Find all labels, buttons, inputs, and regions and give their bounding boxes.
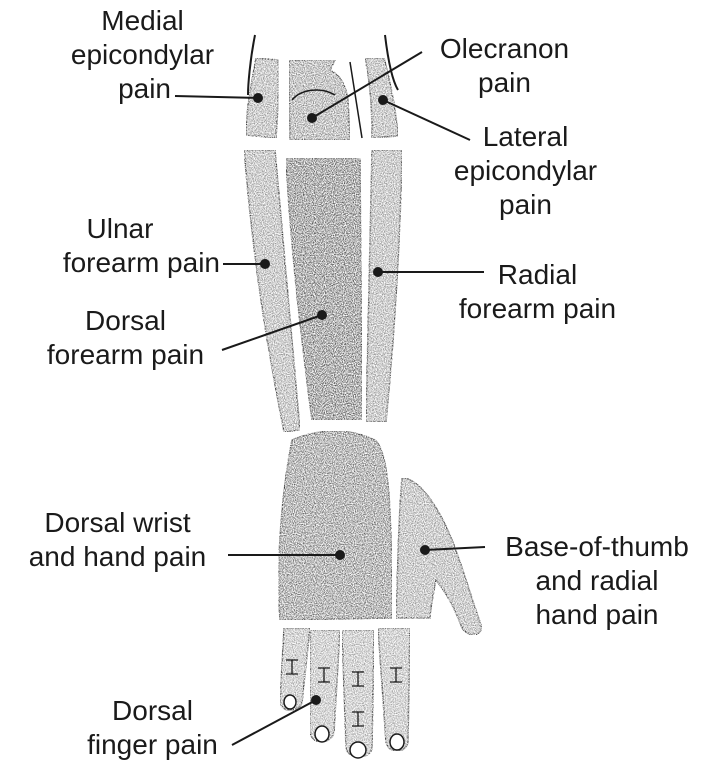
- label-line: Olecranon: [422, 32, 587, 66]
- dorsal-wrist-hand-area: [279, 431, 392, 620]
- label-line: Dorsal: [70, 694, 235, 728]
- label-radial-forearm: Radial forearm pain: [440, 258, 635, 326]
- finger-ring: [310, 630, 340, 742]
- label-line: epicondylar: [433, 154, 618, 188]
- label-line: finger pain: [70, 728, 235, 762]
- finger-middle: [342, 630, 374, 757]
- forearm-region: [244, 150, 402, 432]
- dorsal-forearm-area: [286, 158, 362, 420]
- radial-forearm-area: [366, 150, 402, 422]
- label-line: Dorsal wrist: [10, 506, 225, 540]
- base-of-thumb-area: [396, 478, 482, 635]
- label-lateral-epicondylar: Lateral epicondylar pain: [433, 120, 618, 222]
- label-line: Base-of-thumb: [486, 530, 708, 564]
- label-line: Ulnar: [20, 212, 220, 246]
- label-line: Dorsal: [28, 304, 223, 338]
- label-medial-epicondylar: Medial epicondylar pain: [50, 4, 235, 106]
- label-line: pain: [433, 188, 618, 222]
- label-dorsal-finger: Dorsal finger pain: [70, 694, 235, 762]
- label-dorsal-wrist-hand: Dorsal wrist and hand pain: [10, 506, 225, 574]
- hand-region: [279, 431, 482, 758]
- label-line: Medial: [50, 4, 235, 38]
- label-line: forearm pain: [440, 292, 635, 326]
- label-dorsal-forearm: Dorsal forearm pain: [28, 304, 223, 372]
- finger-index: [378, 628, 410, 751]
- label-line: Lateral: [433, 120, 618, 154]
- label-line: pain: [50, 72, 235, 106]
- label-ulnar-forearm: Ulnar forearm pain: [20, 212, 220, 280]
- label-line: Radial: [440, 258, 635, 292]
- label-line: pain: [422, 66, 587, 100]
- label-line: forearm pain: [20, 246, 220, 280]
- label-line: hand pain: [486, 598, 708, 632]
- label-olecranon: Olecranon pain: [422, 32, 587, 100]
- label-line: and hand pain: [10, 540, 225, 574]
- label-base-of-thumb: Base-of-thumb and radial hand pain: [486, 530, 708, 632]
- label-line: epicondylar: [50, 38, 235, 72]
- label-line: forearm pain: [28, 338, 223, 372]
- label-line: and radial: [486, 564, 708, 598]
- elbow-region: [246, 35, 398, 140]
